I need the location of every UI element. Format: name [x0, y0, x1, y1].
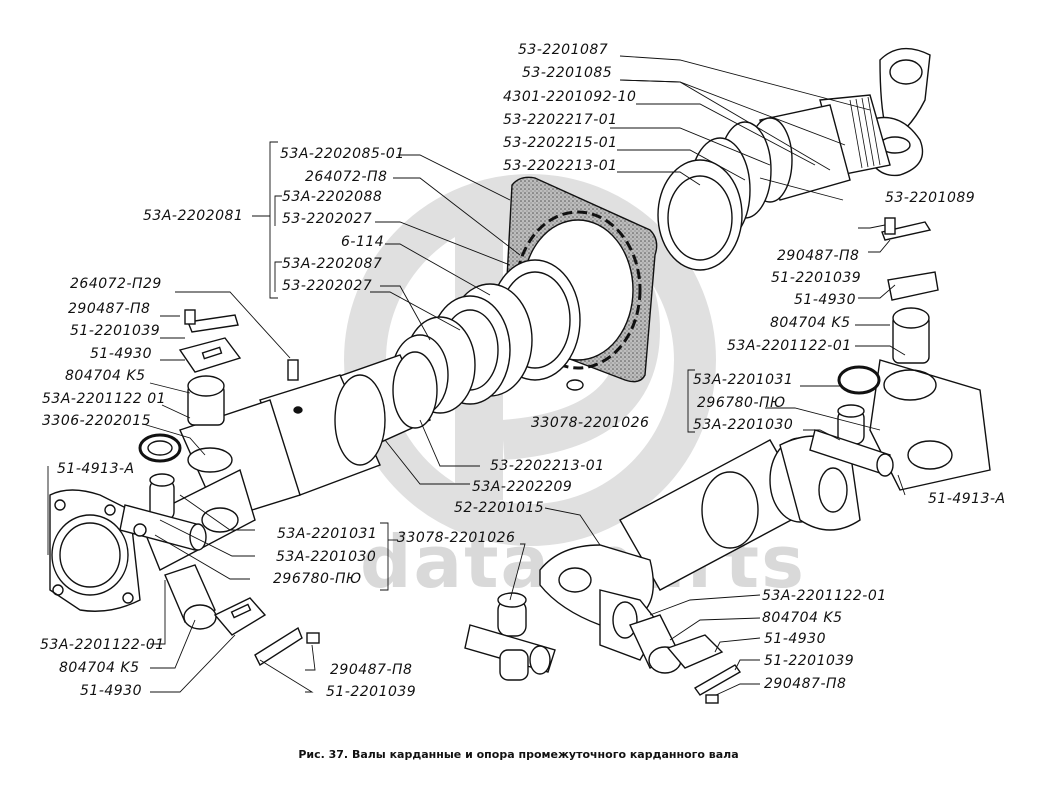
leader-lines	[47, 55, 906, 696]
part-label: 53A-2201122 01	[42, 391, 167, 407]
part-label: 804704 K5	[762, 610, 843, 626]
left-top-cover-assembly	[178, 309, 242, 426]
part-label: 51-4930	[90, 346, 152, 362]
part-label: 290487-П8	[777, 248, 860, 264]
part-label: 53-2202027	[282, 278, 373, 294]
part-label: 53-2202027	[282, 211, 373, 227]
part-label: 53A-2201031	[277, 526, 378, 542]
part-label: 33078-2201026	[397, 530, 516, 546]
part-label: 53-2202213-01	[503, 158, 618, 174]
assembly-label: 53A-2202081	[143, 208, 244, 224]
part-label: 53A-2202209	[472, 479, 573, 495]
bottom-right-cover-assembly	[629, 614, 742, 704]
part-label: 51-4913-A	[928, 491, 1006, 507]
part-label: 53A-2202085-01	[280, 146, 405, 162]
part-label: 53-2202215-01	[503, 135, 618, 151]
part-label: 3306-2202015	[42, 413, 152, 429]
part-label: 51-4930	[764, 631, 826, 647]
part-label: 4301-2201092-10	[503, 89, 637, 105]
part-label: 53-2202213-01	[490, 458, 605, 474]
part-label: 53A-2201031	[693, 372, 794, 388]
part-label: 53-2201089	[885, 190, 976, 206]
part-label: 53-2201085	[522, 65, 613, 81]
right-flange-yoke-part	[809, 359, 991, 491]
figure-caption: Рис. 37. Валы карданные и опора промежут…	[298, 748, 739, 761]
left-universal-joint-cross-part	[119, 473, 207, 551]
part-label: 52-2201015	[454, 500, 545, 516]
part-label: 33078-2201026	[531, 415, 650, 431]
part-label: 290487-П8	[764, 676, 847, 692]
part-label: 6-114	[341, 234, 385, 250]
part-label: 53A-2201122-01	[727, 338, 852, 354]
part-label: 53A-2201122-01	[40, 637, 165, 653]
part-label: 290487-П8	[68, 301, 151, 317]
part-label: 296780-ПЮ	[697, 395, 786, 411]
part-label: 53-2202217-01	[503, 112, 618, 128]
part-label: 804704 K5	[65, 368, 146, 384]
part-label: 264072-П29	[70, 276, 162, 292]
left-flange-yoke-part	[49, 447, 256, 612]
part-label: 53A-2201030	[693, 417, 794, 433]
part-label: 804704 K5	[770, 315, 851, 331]
bottom-left-cover-assembly	[164, 564, 320, 667]
part-label: 51-2201039	[764, 653, 855, 669]
part-label: 296780-ПЮ	[273, 571, 362, 587]
part-label: 51-4930	[794, 292, 856, 308]
part-label: 804704 K5	[59, 660, 140, 676]
part-label: 290487-П8	[330, 662, 413, 678]
part-label: 53-2201087	[518, 42, 609, 58]
center-universal-joint-cross-part	[464, 592, 556, 681]
part-label: 51-2201039	[771, 270, 862, 286]
part-label: 53A-2202088	[282, 189, 383, 205]
part-label: 53A-2201030	[276, 549, 377, 565]
part-label: 53A-2201122-01	[762, 588, 887, 604]
part-label: 53A-2202087	[282, 256, 383, 272]
left-seal-part	[138, 433, 182, 463]
slip-yoke-part	[657, 47, 931, 271]
part-label: 51-4913-A	[57, 461, 135, 477]
part-label: 264072-П8	[305, 169, 388, 185]
rear-propeller-shaft-part	[619, 435, 861, 591]
part-label: 51-4930	[80, 683, 142, 699]
part-label: 51-2201039	[70, 323, 161, 339]
right-top-cover-assembly	[881, 217, 939, 364]
part-label: 51-2201039	[326, 684, 417, 700]
